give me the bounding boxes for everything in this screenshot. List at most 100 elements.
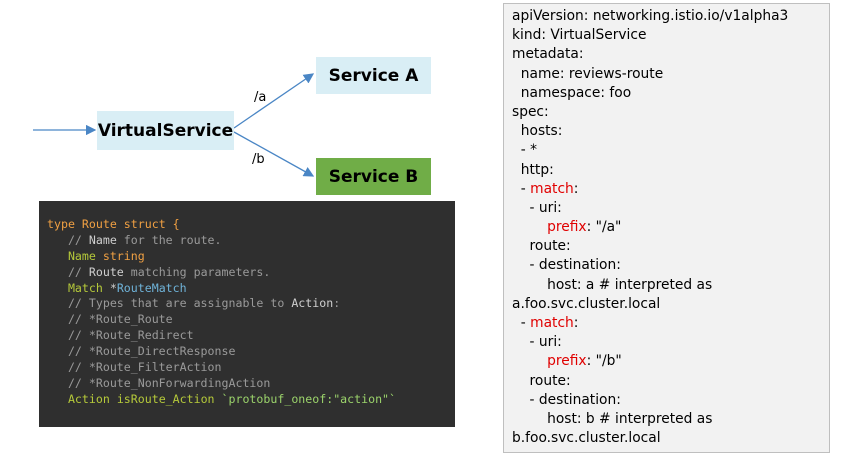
yaml-line-token: namespace: foo — [512, 84, 632, 101]
yaml-line-token: prefix — [547, 353, 587, 370]
yaml-line-token: route: — [512, 238, 571, 255]
yaml-line: - * — [512, 141, 829, 160]
arrow-to-service-b — [233, 131, 315, 177]
yaml-line-token: a.foo.svc.cluster.local — [512, 295, 661, 312]
yaml-line-token: - uri: — [512, 199, 562, 216]
code-line-token: // — [47, 264, 89, 279]
yaml-line: route: — [512, 237, 829, 256]
code-line: // Name for the route. — [47, 233, 455, 249]
yaml-line: - destination: — [512, 256, 829, 275]
go-code-block: type Route struct { // Name for the rout… — [39, 201, 455, 427]
code-line-token: // *Route_DirectResponse — [47, 344, 236, 359]
code-line-token: struct { — [123, 217, 180, 231]
code-line: Match *RouteMatch — [47, 281, 455, 297]
route-b-label: /b — [252, 152, 265, 167]
yaml-line-token: : — [573, 180, 579, 197]
code-line-token: Route — [81, 217, 124, 231]
code-line-token: for the route. — [116, 232, 222, 247]
routing-diagram: VirtualService Service A Service B /a /b — [0, 0, 500, 200]
code-line: // *Route_FilterAction — [47, 360, 455, 376]
yaml-line: namespace: foo — [512, 84, 829, 103]
code-line-token: // *Route_NonForwardingAction — [47, 375, 271, 390]
code-line: Action isRoute_Action `protobuf_oneof:"a… — [47, 392, 455, 408]
yaml-line: kind: VirtualService — [512, 26, 829, 45]
yaml-line: - match: — [512, 180, 829, 199]
code-line-token: Name — [47, 248, 103, 263]
yaml-line-token: http: — [512, 161, 554, 178]
yaml-line-token: host: b # interpreted as — [512, 410, 713, 427]
yaml-line: host: a # interpreted as — [512, 276, 829, 295]
yaml-line: http: — [512, 161, 829, 180]
code-line-token: Name — [88, 232, 117, 247]
service-b-box: Service B — [316, 158, 431, 195]
yaml-line-token — [512, 219, 547, 235]
yaml-line-token: b.foo.svc.cluster.local — [512, 430, 661, 447]
yaml-line-token: match — [530, 180, 574, 197]
yaml-line: - uri: — [512, 199, 829, 218]
code-line-token: // *Route_Redirect — [47, 328, 194, 343]
yaml-line-token: - destination: — [512, 257, 621, 274]
yaml-line: - match: — [512, 314, 829, 333]
code-line-token: `protobuf_oneof:"action"` — [221, 391, 397, 406]
code-line-token: // Types that are assignable to — [47, 296, 292, 311]
virtualservice-box: VirtualService — [97, 111, 234, 150]
code-line: // *Route_DirectResponse — [47, 344, 455, 360]
yaml-line-token: host: a # interpreted as — [512, 276, 713, 293]
yaml-line: - destination: — [512, 391, 829, 410]
code-line-token: isRoute_Action — [116, 391, 222, 406]
yaml-line-token: hosts: — [512, 123, 563, 140]
code-line-token: string — [102, 248, 145, 263]
yaml-line: b.foo.svc.cluster.local — [512, 429, 829, 448]
yaml-line: route: — [512, 372, 829, 391]
yaml-line-token: : "/b" — [586, 353, 622, 370]
code-line-token: Route — [88, 264, 124, 279]
service-a-box: Service A — [316, 57, 431, 94]
yaml-line-token: spec: — [512, 103, 549, 120]
yaml-line: spec: — [512, 103, 829, 122]
yaml-line-token: name: reviews-route — [512, 65, 664, 82]
code-line: // *Route_Redirect — [47, 328, 455, 344]
route-a-label: /a — [254, 90, 267, 105]
yaml-line-token — [512, 353, 547, 369]
yaml-line: a.foo.svc.cluster.local — [512, 295, 829, 314]
code-line: Name string — [47, 249, 455, 265]
yaml-line-token: - * — [512, 142, 538, 159]
yaml-config-block: apiVersion: networking.istio.io/v1alpha3… — [503, 3, 830, 453]
code-line: // Types that are assignable to Action: — [47, 296, 455, 312]
code-line: // Route matching parameters. — [47, 265, 455, 281]
code-line: // *Route_Route — [47, 312, 455, 328]
code-line-token: : — [333, 296, 341, 311]
yaml-line-token: : — [573, 315, 579, 331]
yaml-line: prefix: "/b" — [512, 352, 829, 371]
yaml-line-token: - destination: — [512, 391, 621, 408]
code-line-token: type — [47, 217, 82, 231]
code-line-token: RouteMatch — [116, 280, 187, 295]
yaml-line-token: metadata: — [512, 46, 584, 63]
code-line-token: // *Route_FilterAction — [47, 360, 222, 375]
yaml-line: name: reviews-route — [512, 65, 829, 84]
code-line-token: Action — [291, 296, 334, 311]
yaml-line: prefix: "/a" — [512, 218, 829, 237]
yaml-line-token: kind: VirtualService — [512, 27, 647, 44]
code-line: // *Route_NonForwardingAction — [47, 376, 455, 392]
code-line-token: // *Route_Route — [47, 312, 173, 327]
yaml-line-token: apiVersion: networking.istio.io/v1alpha3 — [512, 8, 789, 24]
code-line-token: Match — [47, 280, 110, 295]
code-line-token: * — [109, 280, 117, 295]
yaml-line-token: : "/a" — [586, 219, 622, 236]
yaml-line-token: route: — [512, 372, 571, 389]
yaml-line: hosts: — [512, 122, 829, 141]
yaml-line-token: - uri: — [512, 334, 562, 351]
yaml-line-token: - — [512, 180, 531, 197]
routing-arrows — [33, 73, 315, 177]
code-line-token: matching parameters. — [123, 264, 271, 279]
yaml-line: - uri: — [512, 333, 829, 352]
code-line-token: Action — [47, 391, 117, 406]
arrow-to-service-a — [233, 73, 315, 129]
yaml-line: metadata: — [512, 45, 829, 64]
yaml-line-token: match — [530, 315, 574, 331]
code-line: type Route struct { — [47, 217, 455, 233]
yaml-line-token: - — [512, 315, 531, 331]
yaml-line: host: b # interpreted as — [512, 410, 829, 429]
yaml-line: apiVersion: networking.istio.io/v1alpha3 — [512, 7, 829, 26]
